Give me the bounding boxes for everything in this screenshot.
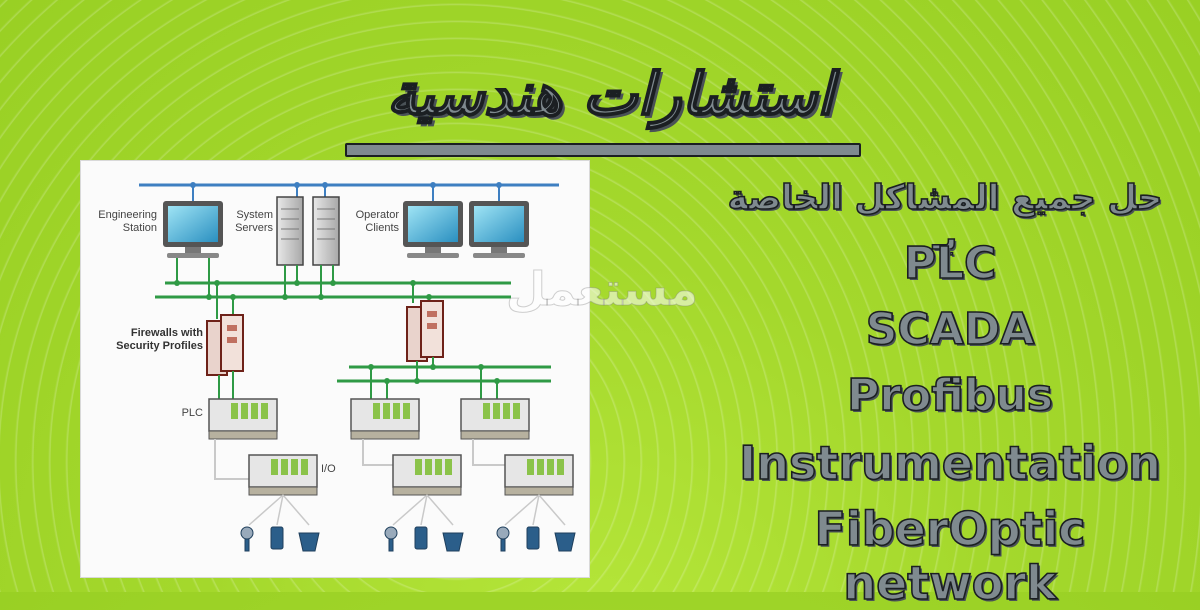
- service-scada: SCADA: [865, 303, 1035, 356]
- io-label: I/O: [321, 463, 336, 475]
- operator-client-monitor-1: [403, 201, 463, 258]
- field-devices-3: [496, 526, 576, 552]
- page-title: استشارات هندسية: [386, 59, 834, 129]
- system-servers-label: System Servers: [235, 209, 273, 234]
- plc-rack-1: [208, 398, 278, 440]
- watermark-logo: مستعمل: [506, 262, 699, 317]
- system-server-2: [312, 196, 340, 266]
- service-fiberoptic: FiberOptic network: [814, 501, 1087, 610]
- network-diagram: Engineering Station System Servers Opera…: [80, 160, 590, 578]
- engineering-station-monitor: [163, 201, 223, 258]
- operator-clients-label: Operator Clients: [355, 209, 399, 234]
- service-plc: PLC: [903, 237, 997, 290]
- field-devices-1: [240, 526, 320, 552]
- plc-rack-3: [460, 398, 530, 440]
- system-server-1: [276, 196, 304, 266]
- service-instrumentation: Instrumentation: [738, 435, 1161, 491]
- io-rack-2: [392, 454, 462, 496]
- title-underline: [345, 143, 861, 157]
- diagram-graphic: [139, 182, 576, 552]
- firewalls-label: Firewalls with Security Profiles: [116, 327, 203, 352]
- io-rack-1: [248, 454, 318, 496]
- io-rack-3: [504, 454, 574, 496]
- operator-client-monitor-2: [469, 201, 529, 258]
- plc-rack-2: [350, 398, 420, 440]
- firewall-right: [406, 300, 444, 362]
- subtitle: حل جميع المشاكل الخاصة بـ: [727, 177, 1163, 259]
- field-devices-2: [384, 526, 464, 552]
- firewall-left: [206, 314, 244, 376]
- plc-label: PLC: [181, 407, 203, 419]
- engineering-station-label: Engineering Station: [98, 209, 157, 234]
- service-profibus: Profibus: [846, 369, 1053, 422]
